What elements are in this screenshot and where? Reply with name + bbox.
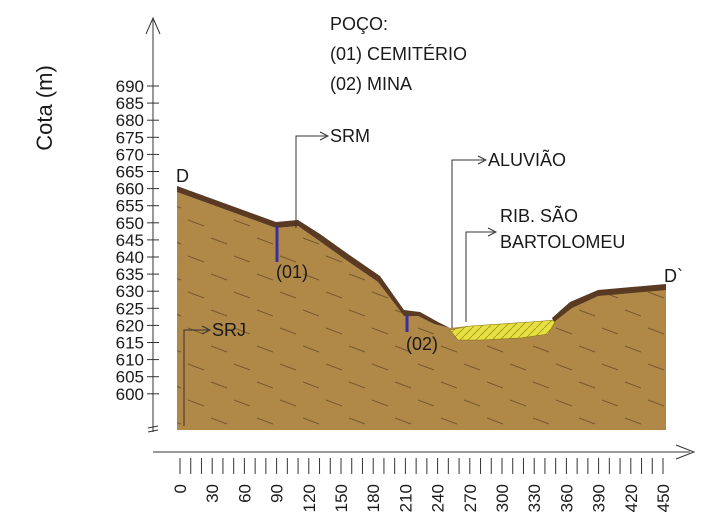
section-end-label: D`: [664, 266, 683, 286]
y-tick-label: 625: [116, 299, 144, 318]
srj-label: SRJ: [212, 320, 246, 340]
y-tick-label: 655: [116, 197, 144, 216]
x-tick-label: 390: [590, 484, 609, 512]
ribeirao-leader-line: [465, 231, 494, 322]
x-axis-ticks: [179, 458, 664, 474]
y-tick-label: 630: [116, 282, 144, 301]
y-axis-tick-labels: 6906856806756706656606556506456406356306…: [116, 77, 144, 404]
y-tick-label: 670: [116, 145, 144, 164]
y-axis-ticks: [147, 85, 159, 395]
x-tick-label: 330: [525, 484, 544, 512]
y-tick-label: 635: [116, 265, 144, 284]
y-tick-label: 675: [116, 128, 144, 147]
y-axis-break: [147, 425, 159, 433]
well-01-label: (01): [276, 262, 308, 282]
aluviao-leader-line: [451, 159, 484, 328]
y-axis-arrow: [145, 16, 161, 35]
y-tick-label: 615: [116, 334, 144, 353]
x-tick-label: 120: [300, 484, 319, 512]
ribeirao-label-line2: BARTOLOMEU: [500, 232, 625, 252]
x-tick-label: 450: [654, 484, 673, 512]
aluviao-leader-arrow: [477, 155, 488, 165]
x-tick-label: 240: [429, 484, 448, 512]
x-tick-label: 30: [203, 484, 222, 503]
y-tick-label: 640: [116, 248, 144, 267]
y-tick-label: 620: [116, 316, 144, 335]
section-start-label: D: [176, 166, 189, 186]
y-tick-label: 660: [116, 180, 144, 199]
srm-leader-line: [295, 135, 326, 228]
y-tick-label: 690: [116, 77, 144, 96]
x-tick-label: 210: [396, 484, 415, 512]
x-axis-arrow: [675, 444, 696, 460]
srj-leader-line: [183, 329, 208, 426]
aluviao-label: ALUVIÃO: [488, 149, 566, 170]
legend-item-mina: (02) MINA: [330, 74, 412, 94]
y-tick-label: 680: [116, 111, 144, 130]
srm-label: SRM: [330, 126, 370, 146]
srm-leader-arrow: [319, 131, 330, 141]
soil-layer-srm: [177, 186, 450, 328]
x-tick-label: 360: [557, 484, 576, 512]
legend-item-cemiterio: (01) CEMITÉRIO: [330, 44, 467, 64]
y-tick-label: 605: [116, 368, 144, 387]
ribeirao-label-line1: RIB. SÃO: [500, 205, 578, 226]
rock-body-hatch: [177, 192, 666, 430]
y-tick-label: 685: [116, 94, 144, 113]
x-tick-label: 420: [622, 484, 641, 512]
y-tick-label: 650: [116, 214, 144, 233]
alluvium-deposit: [449, 319, 557, 341]
x-axis-tick-labels: 0 30 60 90 120 150 180 210 240 270 300 330 360 390 420…: [171, 484, 673, 512]
x-tick-label: 270: [461, 484, 480, 512]
x-tick-label: 180: [364, 484, 383, 512]
srj-leader-arrow: [201, 325, 212, 335]
y-tick-label: 645: [116, 231, 144, 250]
y-tick-label: 665: [116, 163, 144, 182]
y-tick-label: 600: [116, 385, 144, 404]
soil-layer-right: [552, 284, 666, 322]
y-axis-title: Cota (m): [32, 65, 57, 151]
x-tick-label: 150: [332, 484, 351, 512]
x-tick-label: 60: [235, 484, 254, 503]
legend-heading: POÇO:: [330, 14, 388, 34]
x-tick-label: 90: [268, 484, 287, 503]
x-tick-label: 300: [493, 484, 512, 512]
well-02-label: (02): [406, 334, 438, 354]
x-tick-label: 0: [171, 484, 190, 493]
ribeirao-leader-arrow: [487, 227, 498, 237]
y-tick-label: 610: [116, 351, 144, 370]
